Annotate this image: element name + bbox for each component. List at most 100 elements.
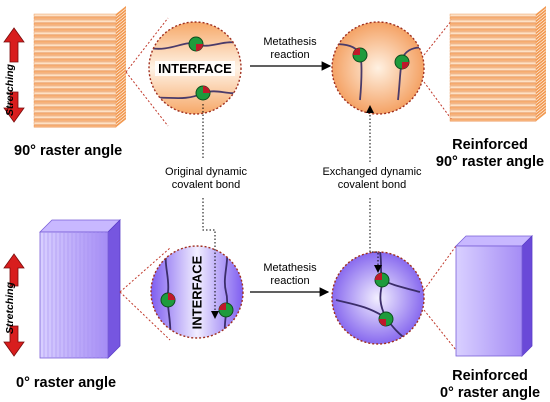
orange-layer-side: [536, 93, 546, 104]
orange-layer: [33, 34, 117, 38]
orange-layer: [449, 34, 537, 38]
orange-layer-side: [536, 75, 546, 86]
interface-circle-bottom-exchanged: [331, 251, 425, 345]
orange-layer: [449, 88, 537, 92]
orange-layer: [33, 88, 117, 92]
orange-layer: [33, 103, 117, 107]
callout-original-line1: Original dynamic: [165, 166, 247, 178]
zoom-lines-top-left: [125, 17, 169, 127]
interface-label-bottom: INTERFACE: [189, 255, 205, 330]
orange-layer-side: [536, 9, 546, 20]
orange-layer-side: [536, 18, 546, 29]
orange-layer: [449, 118, 537, 122]
orange-layer: [33, 16, 117, 20]
label-reinforced-0-line1: Reinforced: [452, 368, 528, 384]
label-90-raster-angle: 90° raster angle: [14, 143, 123, 159]
callout-exchanged-line1: Exchanged dynamic: [322, 166, 422, 178]
orange-layer: [449, 37, 537, 41]
orange-layer-side: [536, 15, 546, 26]
orange-layer: [449, 64, 537, 68]
orange-layer-side: [116, 15, 126, 26]
orange-layer-side: [536, 30, 546, 41]
orange-layer: [33, 100, 117, 104]
orange-layer: [33, 55, 117, 59]
orange-layer-side: [536, 45, 546, 56]
orange-layer: [449, 49, 537, 53]
orange-layer: [33, 106, 117, 110]
orange-layer-side: [116, 69, 126, 80]
orange-layer-side: [536, 36, 546, 47]
orange-layer-side: [536, 48, 546, 59]
orange-layer-side: [536, 90, 546, 101]
orange-layer: [33, 76, 117, 80]
interface-label-top: INTERFACE: [155, 61, 235, 76]
purple-block-bottom-right: [455, 235, 533, 357]
orange-layer-side: [116, 18, 126, 29]
label-reinforced-0-line2: 0° raster angle: [439, 385, 541, 401]
orange-layer: [449, 43, 537, 47]
orange-stack-top-right: [449, 6, 546, 122]
orange-layer: [33, 64, 117, 68]
orange-layer: [449, 46, 537, 50]
zoom-lines-bottom-left: [119, 247, 171, 341]
orange-layer: [33, 31, 117, 35]
orange-layer-side: [116, 114, 126, 125]
orange-layer: [33, 49, 117, 53]
orange-layer: [33, 43, 117, 47]
label-reinforced-0: Reinforced 0° raster angle: [430, 368, 550, 402]
orange-layer: [449, 58, 537, 62]
orange-layer-side: [116, 42, 126, 53]
interface-circle-top-exchanged: [331, 21, 425, 115]
orange-layer-side: [116, 24, 126, 35]
orange-layer-side: [116, 30, 126, 41]
orange-layer-side: [116, 9, 126, 20]
reaction-bottom-line2: reaction: [270, 275, 310, 287]
orange-layer-side: [536, 63, 546, 74]
orange-layer-side: [536, 111, 546, 122]
orange-layer-side: [116, 108, 126, 119]
orange-layer: [449, 52, 537, 56]
orange-layer-side: [536, 66, 546, 77]
orange-layer-side: [116, 27, 126, 38]
orange-layer-side: [116, 63, 126, 74]
orange-layer-side: [116, 21, 126, 32]
orange-layer-side: [116, 72, 126, 83]
reaction-bottom-line1: Metathesis: [263, 262, 317, 274]
orange-layer-side: [116, 90, 126, 101]
orange-layer: [449, 115, 537, 119]
orange-layer: [449, 67, 537, 71]
callout-exchanged-line2: covalent bond: [337, 179, 407, 191]
orange-layer: [449, 22, 537, 26]
orange-layer: [33, 28, 117, 32]
stretching-label-top: Stretching: [4, 64, 16, 116]
orange-layer: [33, 73, 117, 77]
orange-layer: [33, 37, 117, 41]
orange-layer-side: [116, 87, 126, 98]
orange-layer: [33, 109, 117, 113]
orange-layer: [33, 121, 117, 125]
orange-layer-side: [116, 36, 126, 47]
orange-layer: [33, 118, 117, 122]
orange-layer: [33, 19, 117, 23]
orange-layer: [33, 70, 117, 74]
orange-layer: [449, 85, 537, 89]
orange-layer: [33, 46, 117, 50]
orange-layer: [33, 91, 117, 95]
orange-layer: [33, 40, 117, 44]
orange-layer: [33, 115, 117, 119]
orange-layer: [449, 109, 537, 113]
callout-exchanged-bond: Exchanged dynamic covalent bond: [310, 166, 434, 192]
orange-layer-side: [536, 108, 546, 119]
orange-layer-side: [536, 105, 546, 116]
callout-original-bond: Original dynamic covalent bond: [150, 166, 262, 192]
callout-connector-exchanged: [366, 105, 382, 273]
orange-layer-side: [116, 111, 126, 122]
stretching-arrow-top-icon: [3, 27, 25, 123]
orange-layer-side: [116, 6, 126, 17]
orange-layer-side: [536, 99, 546, 110]
orange-layer: [33, 61, 117, 65]
orange-layer: [33, 94, 117, 98]
orange-layer-side: [536, 27, 546, 38]
orange-layer-side: [116, 57, 126, 68]
